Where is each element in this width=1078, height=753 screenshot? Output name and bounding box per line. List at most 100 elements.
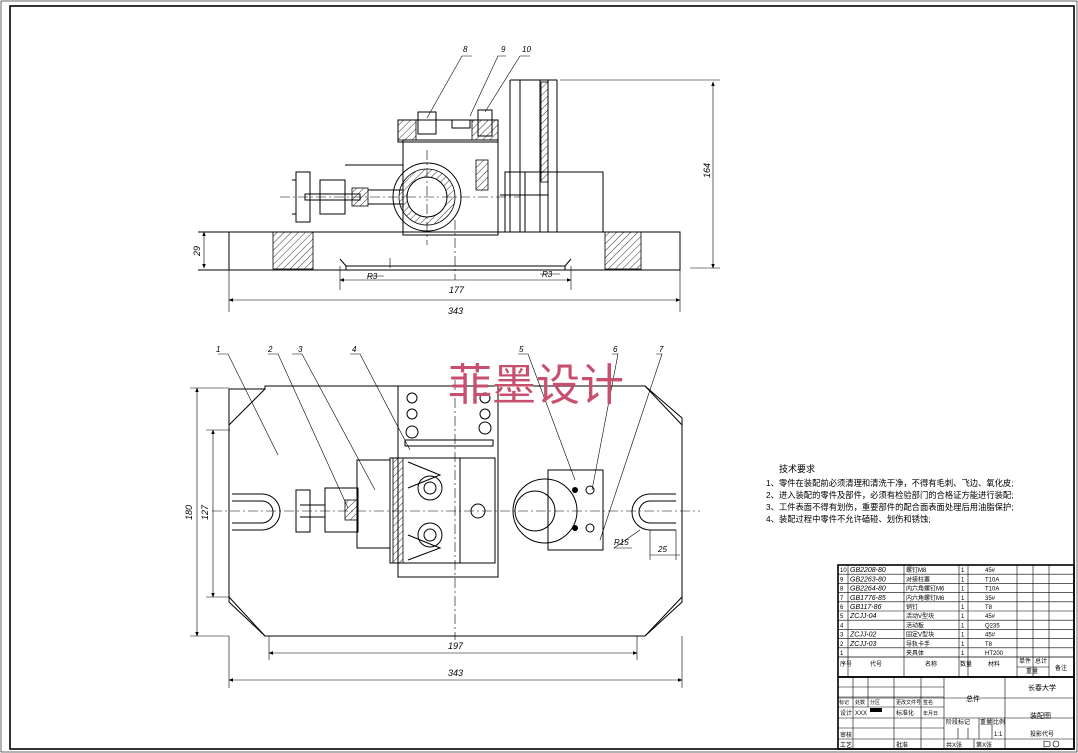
tb-projection: 投影代号 [1030,730,1054,738]
bom-cell-material: 45# [985,568,996,574]
balloon-5: 5 [519,345,524,354]
dim-29: 29 [192,246,202,257]
tech-requirements: 技术要求 1、零件在装配前必须清理和清洗干净，不得有毛刺、飞边、氧化皮; 2、进… [766,463,1014,524]
bom-cell-no: 7 [840,596,844,602]
dim-r15: R15 [614,538,629,547]
watermark-text: 菲墨设计 [448,360,624,411]
bom-cell-material: T8 [985,642,993,648]
bom-cell-qty: 1 [961,596,965,602]
dim-180: 180 [184,505,194,520]
bom-cell-qty: 1 [961,568,965,574]
bom-cell-code: ZCJJ-04 [849,613,877,620]
bom-cell-no: 9 [840,577,844,583]
bom-cell-qty: 1 [961,587,965,593]
bom-cell-qty: 1 [961,633,965,639]
bom-cell-no: 2 [840,642,844,648]
tb-drawing-no: 总件 [966,694,980,703]
tb-drawing-title: 装配图 [1030,711,1051,720]
balloon-2: 2 [267,345,273,354]
tech-title: 技术要求 [779,463,815,474]
bom-header-name: 名称 [925,660,937,668]
bom-cell-no: 6 [840,605,844,611]
bom-cell-name: 导轨卡手 [906,640,930,648]
bom-cell-code: GB117-86 [850,604,881,611]
dim-r3-right: R3 [542,270,553,279]
front-view: 343 177 164 29 R3 R3 8 9 10 [192,45,720,316]
bom-cell-code: GB2208-80 [850,567,886,574]
bom-cell-qty: 1 [961,605,965,611]
tb-scale-label: 比例 [993,718,1005,726]
dim-25: 25 [657,545,667,554]
bom-cell-material: HT200 [985,651,1004,657]
tech-item-4: 4、装配过程中零件不允许磕碰、划伤和锈蚀; [766,514,931,524]
tb-school: 长春大学 [1028,683,1056,692]
bom-cell-code: ZCJJ-02 [849,632,877,639]
bom-cell-qty: 1 [961,651,965,657]
bom-cell-code: ZCJJ-03 [849,641,877,648]
bom-cell-name: 内六角螺钉M6 [906,585,945,593]
bom-cell-name: 活动V型块 [906,612,934,620]
title-block: 总件 长春大学 装配图 阶段标记 重量 比例 1:1 设计 XXX 标准化 审核… [837,676,1075,750]
inner-frame [9,5,1075,750]
balloon-6: 6 [613,345,618,354]
bom-header-note: 备注 [1055,664,1067,672]
bom-cell-qty: 1 [961,623,965,629]
tb-stage-label: 阶段标记 [946,718,970,726]
tb-designer-label: 设计 [840,709,852,717]
bom-cell-code: GB2263-80 [850,576,886,583]
bom-header-total_w: 总计 [1035,657,1047,665]
balloon-8: 8 [463,45,468,54]
tech-item-1: 1、零件在装配前必须清理和清洗干净，不得有毛刺、飞边、氧化皮; [766,478,1014,488]
tb-zone-label: 分区 [870,699,880,706]
bom-cell-no: 8 [840,587,844,593]
bom-cell-name: 内六角螺钉M6 [906,594,945,602]
bom-cell-name: 销钉 [906,603,918,611]
tb-sheets-total: 共X张 [946,741,962,749]
bom-cell-material: 45# [985,633,996,639]
tb-sign-label: 签名 [923,699,933,706]
bom-cell-name: 活动板 [906,621,924,629]
bom-cell-name: 固定V型块 [906,631,934,639]
balloon-3: 3 [298,345,303,354]
bom-cell-no: 3 [840,633,844,639]
tech-item-3: 3、工件表面不得有划伤，重要部件的配合面表面处理后用油脂保护; [766,502,1014,512]
tb-scale: 1:1 [994,732,1003,738]
tb-review-label: 审核 [840,731,852,739]
tb-mark-label: 标记 [839,699,849,706]
tb-designer: XXX [855,711,867,717]
dim-164: 164 [702,163,712,178]
bom-cell-material: T10A [985,577,999,583]
tb-change-label: 更改文件号 [896,699,921,706]
bom-cell-material: 45# [985,614,996,620]
dim-197: 197 [448,641,464,651]
bom-cell-no: 4 [840,623,844,629]
bom-cell-code: GB2264-80 [850,586,886,593]
balloon-1: 1 [216,345,220,354]
tb-standard-label: 标准化 [896,709,914,717]
bom-cell-no: 5 [840,614,844,620]
balloon-10: 10 [522,45,531,54]
tb-weight-label: 重量 [980,718,992,726]
bom-cell-qty: 1 [961,614,965,620]
bom-cell-qty: 1 [961,642,965,648]
dim-127: 127 [200,504,210,520]
tb-approve-label: 批准 [896,741,908,749]
bom-cell-name: 夹具体 [906,649,924,657]
bom-cell-code: GB1776-85 [850,595,886,602]
bom-cell-material: Q235 [985,623,1000,629]
bom-cell-material: T8 [985,605,993,611]
bom-header-qty: 数量 [960,660,972,668]
bom-header-material: 材料 [988,660,1000,668]
bom-cell-material: 35# [985,596,996,602]
dim-343-front: 343 [448,306,463,316]
bom-cell-qty: 1 [961,577,965,583]
bom-header-code: 代号 [870,660,882,668]
balloon-9: 9 [501,45,506,54]
bom-cell-name: 螺钉M8 [906,566,927,574]
tb-process-label: 工艺 [840,741,852,749]
bom-header-no: 序号 [840,660,852,668]
